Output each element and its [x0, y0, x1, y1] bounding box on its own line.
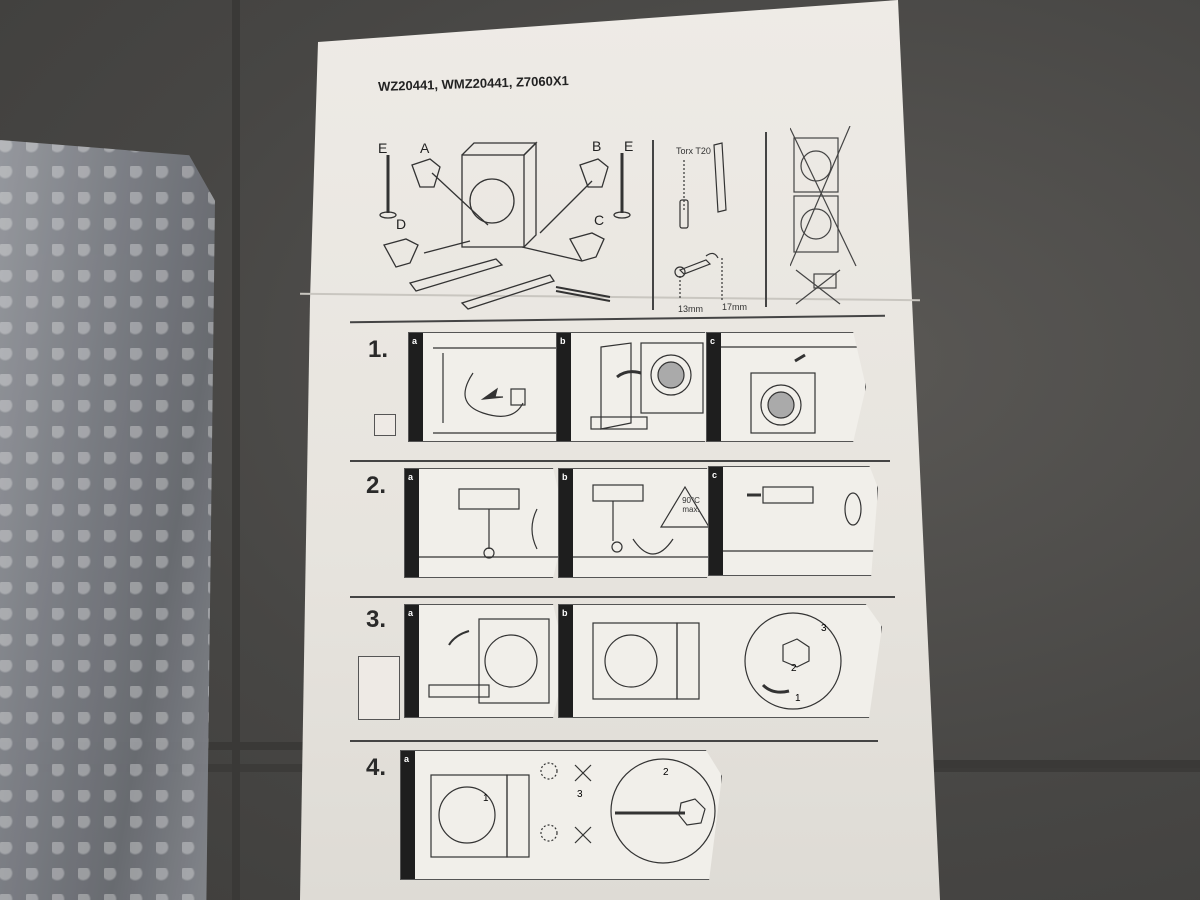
part-label-b: B [592, 138, 602, 154]
panel-letter: a [412, 336, 418, 346]
step-3a-panel: a [404, 604, 566, 718]
door-open-illustration [590, 342, 704, 430]
part-label-e2: E [624, 138, 634, 154]
tilt-machine-illustration [428, 618, 550, 704]
tap-hose-illustration [433, 347, 563, 434]
step-2-number: 2. [366, 472, 387, 499]
rod-insertion-illustration [430, 758, 716, 864]
callout-1: 1 [795, 693, 801, 704]
step-4-number: 4. [366, 754, 387, 781]
remove-transport-bolts-illustration [592, 612, 842, 710]
panel-letter: b [560, 336, 566, 346]
step-1b-panel: b [556, 332, 718, 442]
step-2c-panel: c [708, 466, 878, 576]
panel-letter: b [562, 472, 568, 482]
wrench-13mm-label: 13mm [678, 304, 704, 314]
no-stacking-icon [790, 126, 857, 305]
callout-3: 3 [821, 623, 827, 634]
torx-label: Torx T20 [676, 146, 711, 156]
drain-hose-illustration [419, 488, 565, 559]
callout-2: 2 [663, 767, 669, 778]
section-rule [350, 596, 895, 598]
part-label-d: D [396, 216, 407, 232]
hot-water-warning-illustration [573, 484, 719, 558]
hose-clip-illustration [723, 486, 877, 552]
unplug-icon [374, 414, 396, 436]
section-rule [350, 740, 878, 742]
no-stack-icon [358, 656, 400, 720]
parts-diagram [379, 141, 631, 310]
step-2a-panel: a [404, 468, 566, 578]
section-rule [350, 460, 890, 462]
step-3-number: 3. [366, 606, 387, 633]
temperature-warning-text: 90°C max. [682, 496, 700, 514]
bubble-wrap [0, 140, 215, 900]
part-label-c: C [594, 212, 605, 228]
step-1-number: 1. [368, 336, 389, 363]
tile-grout [880, 760, 1200, 768]
push-in-illustration [721, 346, 861, 434]
panel-letter: a [408, 608, 414, 618]
header-divider [652, 140, 654, 310]
callout-1: 1 [483, 793, 489, 804]
step-4a-panel: a 1 2 3 [400, 750, 722, 880]
panel-letter: c [710, 336, 716, 346]
wrench-17mm-label: 17mm [722, 302, 748, 312]
part-label-a: A [420, 140, 430, 156]
step-2b-panel: b [558, 468, 720, 578]
header-divider [765, 132, 767, 307]
panel-letter: c [712, 470, 718, 480]
tools-diagram [674, 142, 727, 300]
step-1c-panel: c [706, 332, 866, 442]
step-1a-panel: a [408, 332, 576, 442]
callout-3: 3 [577, 789, 583, 800]
part-label-e: E [378, 140, 388, 156]
panel-letter: a [404, 754, 410, 764]
step-3b-panel: b 1 2 3 [558, 604, 882, 718]
callout-2: 2 [791, 663, 797, 674]
panel-letter: b [562, 608, 568, 618]
panel-letter: a [408, 472, 414, 482]
